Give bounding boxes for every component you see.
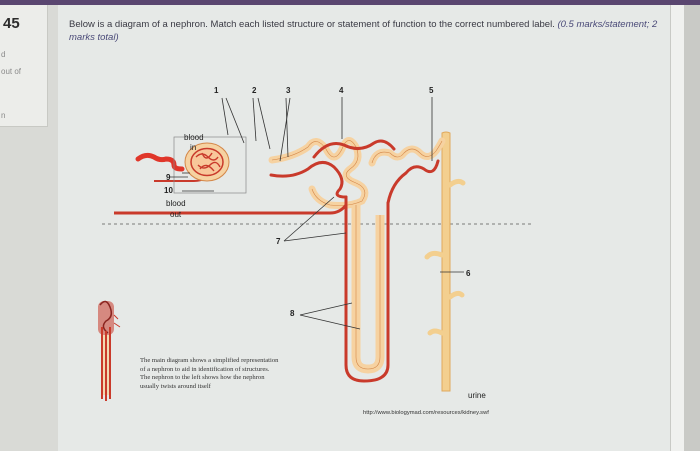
- right-scrollbar-track[interactable]: [670, 5, 684, 451]
- diagram-source-url: http://www.biologymad.com/resources/kidn…: [363, 410, 489, 416]
- peritubular-capillaries: [269, 139, 440, 383]
- blood-out-vessel: [114, 204, 348, 215]
- top-strip: [0, 0, 700, 5]
- question-marks: (0.5 marks/statement; 2 marks total): [69, 19, 658, 43]
- question-info-panel: 45 d out of n: [0, 5, 48, 127]
- collecting-duct: [424, 131, 466, 392]
- flag-question-link[interactable]: n: [1, 111, 6, 120]
- blood-out-label-line1: blood: [166, 199, 186, 208]
- label-2: 2: [252, 86, 257, 95]
- label-leader-lines: [170, 97, 464, 330]
- label-1: 1: [214, 86, 219, 95]
- loop-of-henle: [351, 205, 385, 374]
- question-number: 45: [3, 15, 20, 32]
- question-prompt: Below is a diagram of a nephron. Match e…: [69, 19, 555, 30]
- blood-in-label-line2: in: [190, 143, 196, 152]
- label-10: 10: [164, 186, 173, 195]
- label-4: 4: [339, 86, 344, 95]
- marks-out-of: out of: [1, 67, 22, 76]
- label-6: 6: [466, 269, 471, 278]
- diagram-caption: The main diagram shows a simplified repr…: [140, 357, 279, 390]
- blood-in-label-line1: blood: [184, 133, 204, 142]
- label-7: 7: [276, 237, 281, 246]
- grade-status: d: [1, 50, 6, 59]
- question-text: Below is a diagram of a nephron. Match e…: [69, 18, 659, 44]
- urine-label: urine: [468, 391, 486, 400]
- glomerulus-inset-box: [173, 136, 247, 194]
- blood-out-label-line2: out: [170, 210, 182, 219]
- label-9: 9: [166, 173, 171, 182]
- question-content: Below is a diagram of a nephron. Match e…: [58, 5, 670, 451]
- bowmans-capsule: [184, 142, 230, 182]
- nephron-diagram: 1 2 3 4 5 9 10 7 8 6 blood in blood out …: [98, 86, 534, 401]
- blood-in-vessel: [135, 152, 185, 172]
- window-edge: [684, 5, 700, 451]
- label-3: 3: [286, 86, 291, 95]
- label-8: 8: [290, 309, 295, 318]
- twisted-nephron-illustration: [98, 300, 121, 401]
- label-5: 5: [429, 86, 434, 95]
